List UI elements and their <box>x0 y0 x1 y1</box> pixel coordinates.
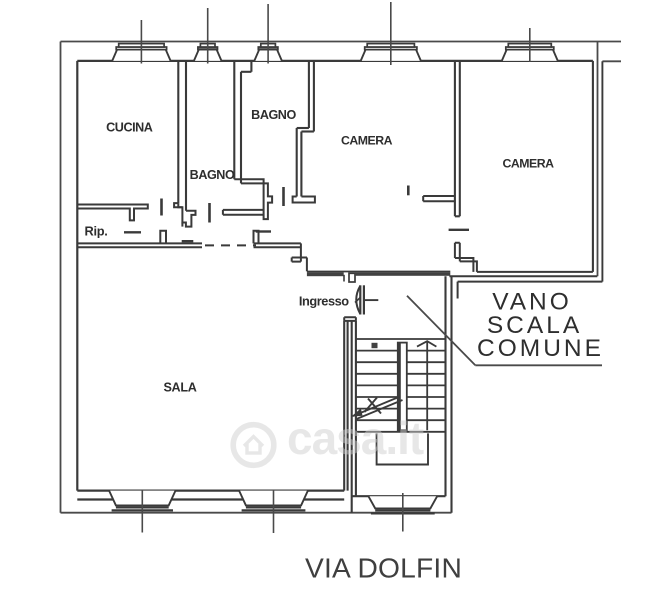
svg-text:BAGNO: BAGNO <box>190 168 235 182</box>
svg-text:COMUNE: COMUNE <box>477 335 604 362</box>
svg-text:CAMERA: CAMERA <box>503 157 555 171</box>
svg-text:CAMERA: CAMERA <box>341 134 393 148</box>
svg-text:Ingresso: Ingresso <box>299 294 349 309</box>
svg-text:Rip.: Rip. <box>85 224 108 239</box>
svg-text:SALA: SALA <box>163 381 196 395</box>
svg-text:BAGNO: BAGNO <box>251 108 296 122</box>
svg-text:VIA DOLFIN: VIA DOLFIN <box>305 552 462 584</box>
svg-text:casa.it: casa.it <box>287 412 424 464</box>
svg-text:SCALA: SCALA <box>487 312 582 339</box>
svg-text:VANO: VANO <box>492 289 572 316</box>
svg-text:CUCINA: CUCINA <box>106 121 153 135</box>
